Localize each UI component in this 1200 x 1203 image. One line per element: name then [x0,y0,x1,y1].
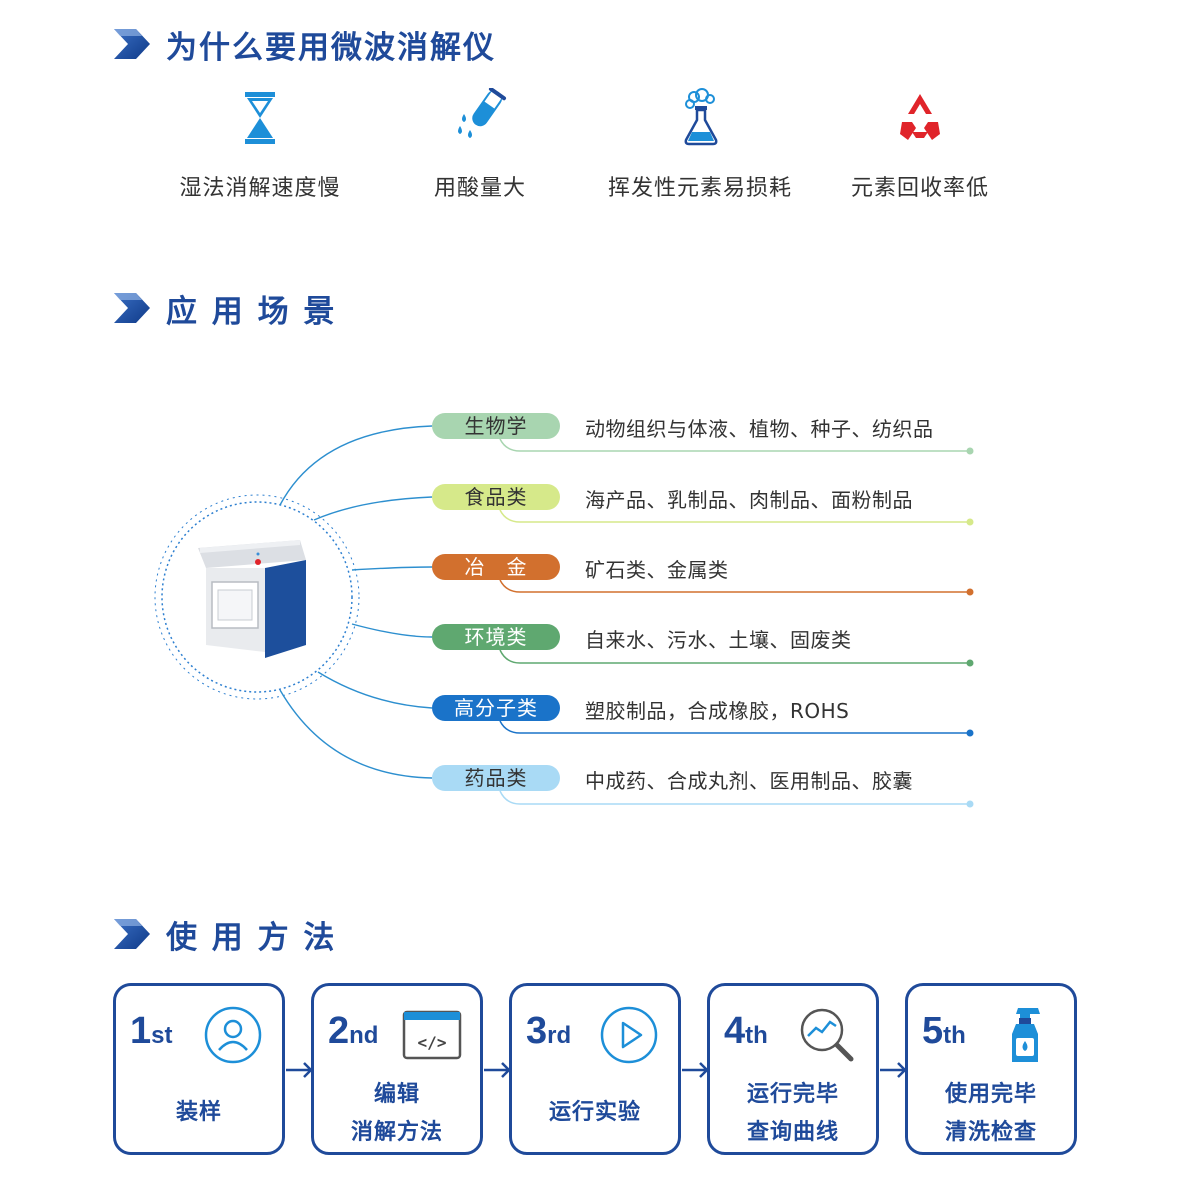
app-category-pill: 环境类 [432,624,560,650]
why-item-volatile: 挥发性元素易损耗 [590,88,810,202]
step-number-suffix: th [943,1022,966,1049]
app-category-label: 环境类 [464,625,528,649]
section-header-apps: 应 用 场 景 [112,286,336,330]
why-label: 挥发性元素易损耗 [607,176,792,201]
step-card-1: 1st 装样 [113,983,285,1155]
step-text: 编辑消解方法 [314,1076,480,1152]
app-category-label: 食品类 [464,485,528,509]
app-category-label: 冶 金 [464,555,528,579]
app-category-label: 生物学 [464,414,528,438]
spray-bottle-icon [1012,1008,1040,1062]
step-number: 3rd [526,1010,571,1053]
step-text-line: 装样 [175,1100,222,1125]
section-title-apps: 应 用 场 景 [166,293,337,330]
svg-text:</>: </> [418,1033,447,1052]
why-item-acid: 用酸量大 [370,88,590,202]
app-category-pill: 冶 金 [432,554,560,580]
play-icon [600,1006,658,1064]
section-header-usage: 使 用 方 法 [112,912,336,956]
step-number-digit: 3 [526,1010,548,1052]
why-item-recovery: 元素回收率低 [810,88,1030,202]
step-number-suffix: rd [547,1022,572,1049]
app-description: 塑胶制品，合成橡胶，ROHS [585,699,850,723]
code-window-icon: </> [402,1010,462,1060]
magnifier-chart-icon [800,1008,854,1062]
step-text-line: 查询曲线 [746,1120,839,1145]
step-number: 4th [724,1010,768,1053]
app-description: 中成药、合成丸剂、医用制品、胶囊 [585,769,913,793]
step-number-digit: 5 [922,1010,944,1052]
step-text-line: 编辑 [373,1082,420,1107]
step-number-suffix: nd [349,1022,379,1049]
applications-diagram [154,425,974,808]
microwave-device-image [198,540,306,658]
section-title-usage: 使 用 方 法 [166,919,337,956]
step-number-suffix: th [745,1022,768,1049]
step-text-line: 消解方法 [350,1120,443,1145]
app-category-pill: 高分子类 [432,695,560,721]
app-description: 矿石类、金属类 [585,558,729,582]
step-number-digit: 1 [130,1010,152,1052]
step-text-line: 运行完毕 [746,1082,839,1107]
why-label: 用酸量大 [433,176,526,201]
app-description: 自来水、污水、土壤、固废类 [585,628,852,652]
step-text: 使用完毕清洗检查 [908,1076,1074,1152]
chevron-right-icon [114,293,150,323]
device-halo-inner [161,501,353,693]
app-category-pill: 生物学 [432,413,560,439]
why-label: 元素回收率低 [850,176,989,201]
why-item-slow: 湿法消解速度慢 [150,88,370,202]
app-category-label: 药品类 [464,766,528,790]
app-category-pill: 食品类 [432,484,560,510]
chevron-right-icon [114,919,150,949]
step-number: 2nd [328,1010,378,1053]
section-header-why: 为什么要用微波消解仪 [112,22,496,66]
step-number-digit: 4 [724,1010,746,1052]
app-description: 动物组织与体液、植物、种子、纺织品 [585,417,934,441]
hourglass-icon [245,92,275,144]
step-text-line: 清洗检查 [944,1120,1037,1145]
step-text: 运行完毕查询曲线 [710,1076,876,1152]
app-category-label: 高分子类 [454,696,538,720]
why-label: 湿法消解速度慢 [179,176,341,201]
recycle-icon [900,94,940,140]
app-description: 海产品、乳制品、肉制品、面粉制品 [585,488,913,512]
step-text-line: 运行实验 [548,1100,641,1125]
step-text-line: 使用完毕 [944,1082,1037,1107]
step-card-5: 5th 使用完毕清洗检查 [905,983,1077,1155]
step-number-suffix: st [151,1022,173,1049]
step-card-2: 2nd </> 编辑消解方法 [311,983,483,1155]
user-icon [204,1006,262,1064]
step-text: 运行实验 [512,1094,678,1132]
chevron-right-icon [114,29,150,59]
step-card-3: 3rd 运行实验 [509,983,681,1155]
underline-group [499,438,974,808]
step-card-4: 4th 运行完毕查询曲线 [707,983,879,1155]
app-category-pill: 药品类 [432,765,560,791]
step-number: 1st [130,1010,172,1053]
step-text: 装样 [116,1094,282,1132]
test-tube-drip-icon [458,88,507,138]
step-number-digit: 2 [328,1010,350,1052]
section-title-why: 为什么要用微波消解仪 [166,29,496,66]
device-halo-outer [154,494,360,700]
step-number: 5th [922,1010,966,1053]
flask-vapor-icon [684,88,718,146]
